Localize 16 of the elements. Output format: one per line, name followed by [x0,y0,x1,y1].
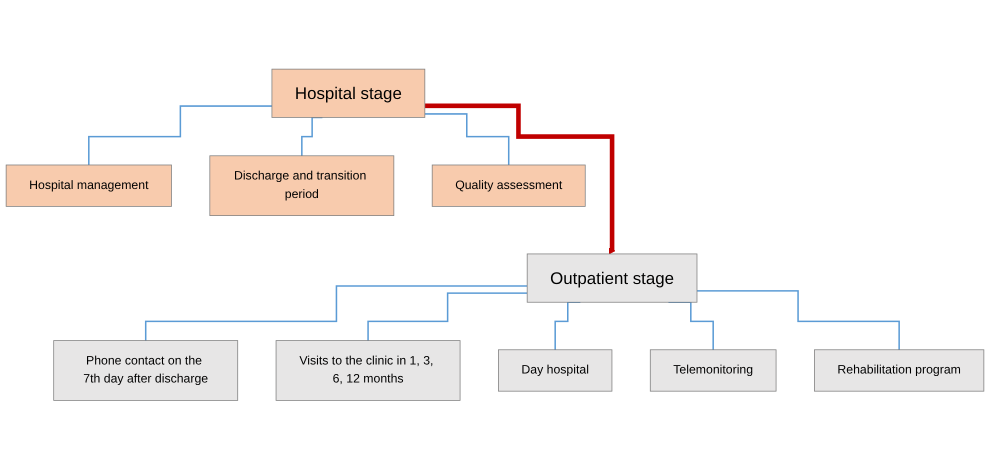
node-box: Quality assessment [432,164,586,207]
node-box: Discharge and transition period [209,156,394,216]
arrow [424,104,616,254]
node-box: Rehabilitation program [814,350,984,392]
node-box: Hospital management [6,164,172,207]
node-box: Outpatient stage [526,254,698,303]
node-box: Hospital stage [272,68,426,118]
connector [424,113,510,166]
connector [144,285,528,342]
connector [696,290,900,351]
connector [88,106,272,166]
connector [367,292,528,342]
node-box: Telemonitoring [650,350,776,392]
node-box: Phone contact on the 7th day after discharge [53,340,238,401]
node-box: Day hospital [498,350,612,392]
node-box: Visits to the clinic in 1, 3, 6, 12 months [276,340,460,401]
